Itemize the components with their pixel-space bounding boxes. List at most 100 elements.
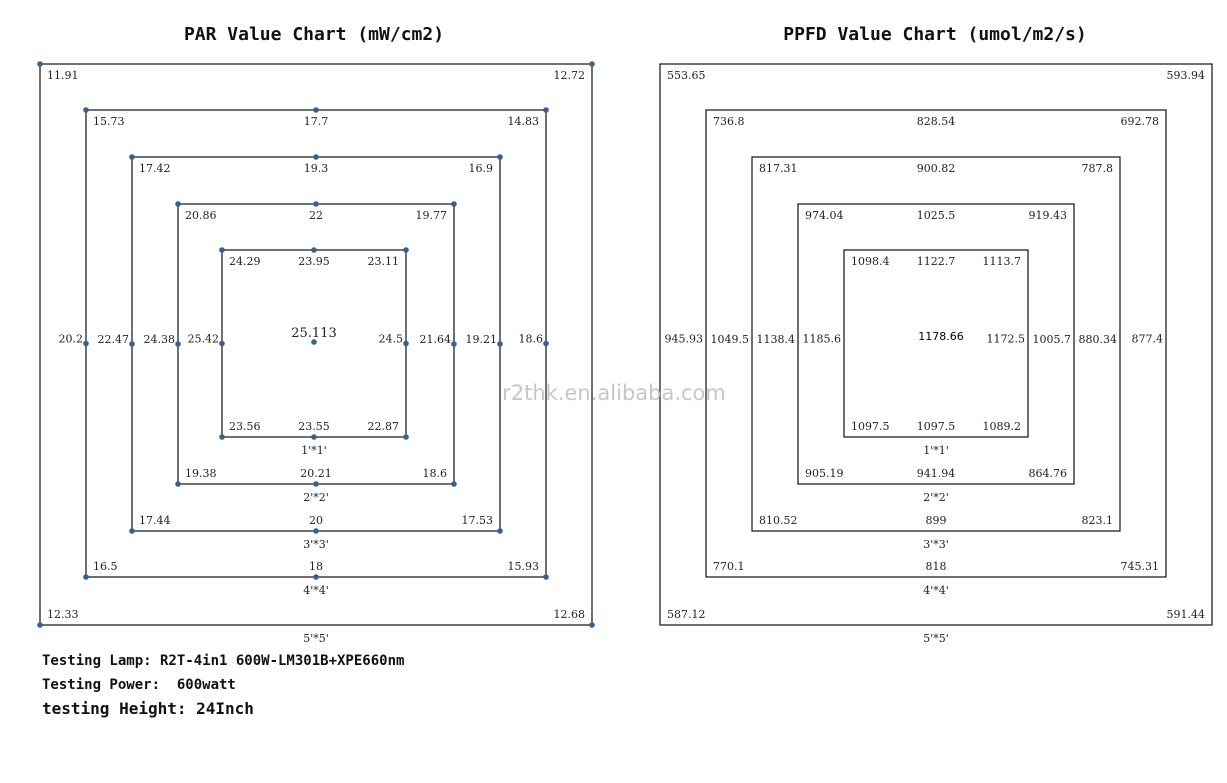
par-ring-2x2-bottom-left-value: 19.38 bbox=[185, 467, 217, 480]
par-ring-5x5-size-label: 5'*5' bbox=[303, 632, 329, 645]
par-ring-1x1-marker bbox=[403, 340, 409, 347]
par-ring-2x2-marker bbox=[451, 201, 457, 207]
ppfd-ring-3x3-middle-right-value: 880.34 bbox=[1079, 333, 1118, 346]
par-ring-1x1-marker bbox=[403, 247, 409, 253]
ppfd-ring-3x3-bottom-center-value: 899 bbox=[926, 514, 947, 527]
par-ring-2x2-middle-left-value: 24.38 bbox=[144, 333, 176, 346]
par-ring-3x3-top-center-value: 19.3 bbox=[304, 162, 329, 175]
par-ring-4x4-marker bbox=[313, 574, 319, 580]
ppfd-ring-2x2-border bbox=[797, 203, 1075, 485]
ppfd-ring-1x1-bottom-left-value: 1097.5 bbox=[851, 420, 890, 433]
par-ring-4x4-middle-right-value: 18.6 bbox=[519, 333, 544, 346]
ppfd-ring-5x5-top-left-value: 553.65 bbox=[667, 69, 706, 82]
par-ring-1x1-marker bbox=[219, 247, 225, 253]
par-ring-4x4-marker bbox=[543, 574, 549, 580]
par-ring-5x5-marker bbox=[589, 61, 595, 67]
ppfd-ring-4x4-top-right-value: 692.78 bbox=[1121, 115, 1160, 128]
ppfd-ring-3x3-bottom-left-value: 810.52 bbox=[759, 514, 798, 527]
par-ring-2x2-bottom-right-value: 18.6 bbox=[423, 467, 448, 480]
ppfd-ring-3x3-top-center-value: 900.82 bbox=[917, 162, 956, 175]
par-ring-2x2-top-center-value: 22 bbox=[309, 209, 323, 222]
par-ring-2x2-middle-right-value: 21.64 bbox=[420, 333, 452, 346]
par-ring-4x4-marker bbox=[313, 107, 319, 113]
ppfd-ring-4x4-top-left-value: 736.8 bbox=[713, 115, 745, 128]
par-ring-4x4-bottom-left-value: 16.5 bbox=[93, 560, 118, 573]
par-ring-2x2-top-right-value: 19.77 bbox=[416, 209, 448, 222]
ppfd-ring-3x3-top-right-value: 787.8 bbox=[1082, 162, 1114, 175]
par-ring-3x3-middle-left-value: 22.47 bbox=[98, 333, 130, 346]
par-ring-3x3-bottom-right-value: 17.53 bbox=[462, 514, 494, 527]
par-ring-3x3-marker bbox=[497, 528, 503, 534]
par-ring-2x2-marker bbox=[313, 201, 319, 207]
par-ring-4x4-marker bbox=[543, 340, 549, 347]
ppfd-ring-1x1-bottom-center-value: 1097.5 bbox=[917, 420, 956, 433]
testing-power-note: Testing Power: 600watt bbox=[42, 676, 236, 693]
par-ring-3x3-marker bbox=[313, 154, 319, 160]
par-ring-2x2-top-left-value: 20.86 bbox=[185, 209, 217, 222]
par-ring-4x4-top-left-value: 15.73 bbox=[93, 115, 125, 128]
par-ring-4x4-marker bbox=[83, 340, 89, 347]
par-ring-1x1-middle-left-value: 25.42 bbox=[188, 333, 220, 346]
ppfd-ring-2x2-top-right-value: 919.43 bbox=[1029, 209, 1068, 222]
par-center-marker bbox=[311, 339, 317, 345]
ppfd-ring-3x3-size-label: 3'*3' bbox=[923, 538, 949, 551]
par-ring-1x1-bottom-right-value: 22.87 bbox=[368, 420, 400, 433]
par-ring-2x2-marker bbox=[175, 481, 181, 487]
par-ring-1x1-top-left-value: 24.29 bbox=[229, 255, 261, 268]
par-ring-1x1-marker bbox=[219, 434, 225, 440]
ppfd-ring-2x2-top-left-value: 974.04 bbox=[805, 209, 844, 222]
ppfd-ring-5x5-size-label: 5'*5' bbox=[923, 632, 949, 645]
ppfd-ring-5x5-bottom-left-value: 587.12 bbox=[667, 608, 706, 621]
par-ring-5x5-marker bbox=[37, 61, 43, 67]
par-ring-3x3-marker bbox=[129, 341, 135, 347]
par-ring-2x2-bottom-center-value: 20.21 bbox=[300, 467, 332, 480]
ppfd-ring-4x4-size-label: 4'*4' bbox=[923, 584, 949, 597]
ppfd-ring-4x4-bottom-center-value: 818 bbox=[926, 560, 947, 573]
par-ring-2x2: 20.86 22 19.77 24.38 21.64 19.38 20.21 18.6 2'*2… bbox=[144, 201, 457, 504]
par-ring-2x2-marker bbox=[451, 481, 457, 487]
par-ring-4x4-top-right-value: 14.83 bbox=[508, 115, 540, 128]
ppfd-ring-5x5-border bbox=[659, 63, 1213, 626]
par-ring-4x4-bottom-center-value: 18 bbox=[309, 560, 323, 573]
par-center-value: 25.113 bbox=[291, 326, 337, 341]
par-ring-1x1-top-right-value: 23.11 bbox=[368, 255, 400, 268]
par-ring-4x4-top-center-value: 17.7 bbox=[304, 115, 329, 128]
par-ring-3x3-middle-right-value: 19.21 bbox=[466, 333, 498, 346]
par-ring-3x3-marker bbox=[313, 528, 319, 534]
ppfd-ring-4x4-bottom-right-value: 745.31 bbox=[1121, 560, 1160, 573]
testing-lamp-note: Testing Lamp: R2T-4in1 600W-LM301B+XPE66… bbox=[42, 653, 405, 669]
par-ring-1x1-top-center-value: 23.95 bbox=[298, 255, 330, 268]
par-ring-3x3-top-right-value: 16.9 bbox=[469, 162, 494, 175]
par-ring-2x2-size-label: 2'*2' bbox=[303, 491, 329, 504]
ppfd-ring-4x4-bottom-left-value: 770.1 bbox=[713, 560, 745, 573]
ppfd-ring-1x1-size-label: 1'*1' bbox=[923, 444, 949, 457]
ppfd-ring-2x2-middle-right-value: 1005.7 bbox=[1033, 333, 1072, 346]
ppfd-ring-4x4-middle-left-value: 945.93 bbox=[665, 333, 704, 346]
par-ring-5x5-top-left-value: 11.91 bbox=[47, 69, 79, 82]
par-chart-title: PAR Value Chart (mW/cm2) bbox=[184, 24, 444, 45]
par-ring-1x1-marker bbox=[219, 340, 225, 347]
par-ring-5x5-bottom-left-value: 12.33 bbox=[47, 608, 79, 621]
par-ring-5x5-border bbox=[39, 63, 593, 626]
ppfd-ring-1x1-top-center-value: 1122.7 bbox=[917, 255, 956, 268]
ppfd-ring-2x2-size-label: 2'*2' bbox=[923, 491, 949, 504]
par-ring-3x3-marker bbox=[129, 154, 135, 160]
par-ring-1x1-marker bbox=[311, 434, 317, 440]
par-ring-4x4-size-label: 4'*4' bbox=[303, 584, 329, 597]
par-ring-2x2-marker bbox=[313, 481, 319, 487]
ppfd-ring-1x1-border bbox=[843, 249, 1029, 438]
ppfd-ring-5x5-top-right-value: 593.94 bbox=[1167, 69, 1206, 82]
watermark: r2thk.en.alibaba.com bbox=[502, 381, 726, 405]
par-ring-3x3-marker bbox=[129, 528, 135, 534]
par-ring-3x3-marker bbox=[497, 154, 503, 160]
par-ring-1x1-middle-right-value: 24.5 bbox=[379, 333, 404, 346]
par-ring-1x1-size-label: 1'*1' bbox=[301, 444, 327, 457]
ppfd-ring-2x2-bottom-left-value: 905.19 bbox=[805, 467, 844, 480]
par-ring-1x1-marker bbox=[311, 247, 317, 253]
